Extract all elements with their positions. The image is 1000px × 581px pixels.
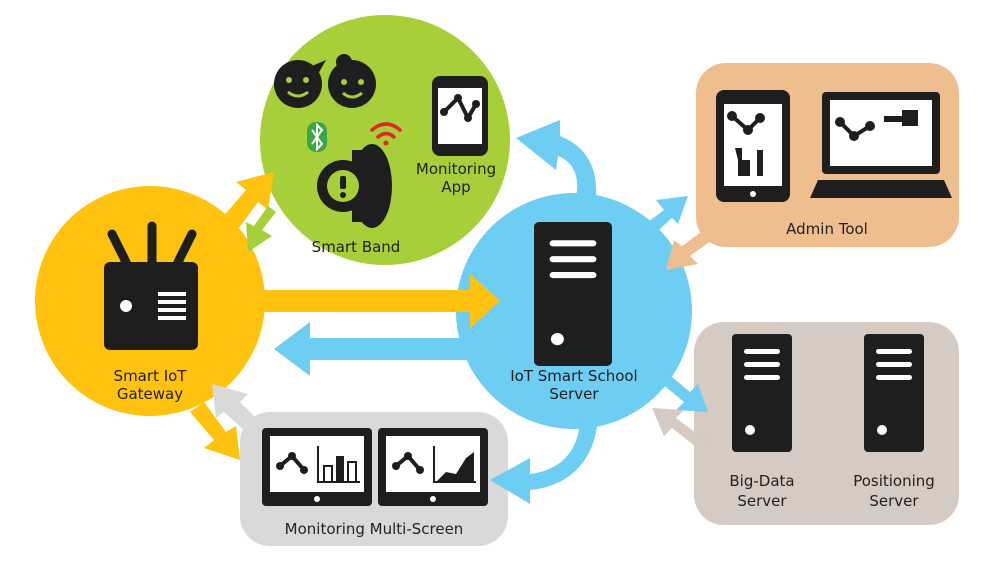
arrows (190, 120, 712, 504)
server-icon (534, 222, 612, 366)
positioning-server-icon (864, 334, 924, 452)
positioning-label-2: Server (869, 492, 919, 510)
girl-face-icon (328, 54, 376, 108)
monitor-icon (378, 428, 488, 506)
multiscreen-label: Monitoring Multi-Screen (285, 520, 464, 538)
arrow-admin-to-server (666, 230, 712, 270)
arrow-server-to-bigdata (660, 372, 708, 412)
arrow-gateway-to-multiscreen (190, 402, 240, 460)
positioning-label: Positioning (853, 472, 935, 490)
arrow-servers-to-server (652, 408, 708, 450)
arrow-server-to-admin (640, 196, 688, 238)
face-icon (274, 60, 326, 108)
bigdata-label-2: Server (737, 492, 787, 510)
arrow-band-to-gateway (246, 206, 276, 252)
gateway-label-2: Gateway (117, 385, 183, 403)
arrow-multiscreen-to-gateway (212, 384, 258, 432)
bigdata-label: Big-Data (729, 472, 794, 490)
arrow-gateway-to-band (222, 172, 274, 232)
phone-icon (432, 76, 488, 156)
tablet-icon (716, 90, 790, 202)
gateway-label: Smart IoT (114, 367, 188, 385)
arrow-server-to-multiscreen (490, 416, 598, 504)
server-label: IoT Smart School (510, 367, 637, 385)
arrow-server-to-app (516, 120, 597, 196)
server-label-2: Server (549, 385, 599, 403)
smart-band-label: Smart Band (312, 238, 401, 256)
bluetooth-icon (307, 122, 327, 152)
arrow-server-to-gateway (274, 322, 472, 376)
admin-tool-label: Admin Tool (786, 220, 868, 238)
router-icon (104, 221, 198, 350)
monitor-icon (262, 428, 372, 506)
monitoring-app-label-2: App (441, 178, 470, 196)
monitoring-app-label: Monitoring (416, 160, 496, 178)
arrow-gateway-to-server (262, 274, 500, 328)
bigdata-server-icon (732, 334, 792, 452)
laptop-icon (810, 92, 952, 198)
wifi-icon (370, 122, 402, 146)
watch-icon (317, 144, 392, 228)
